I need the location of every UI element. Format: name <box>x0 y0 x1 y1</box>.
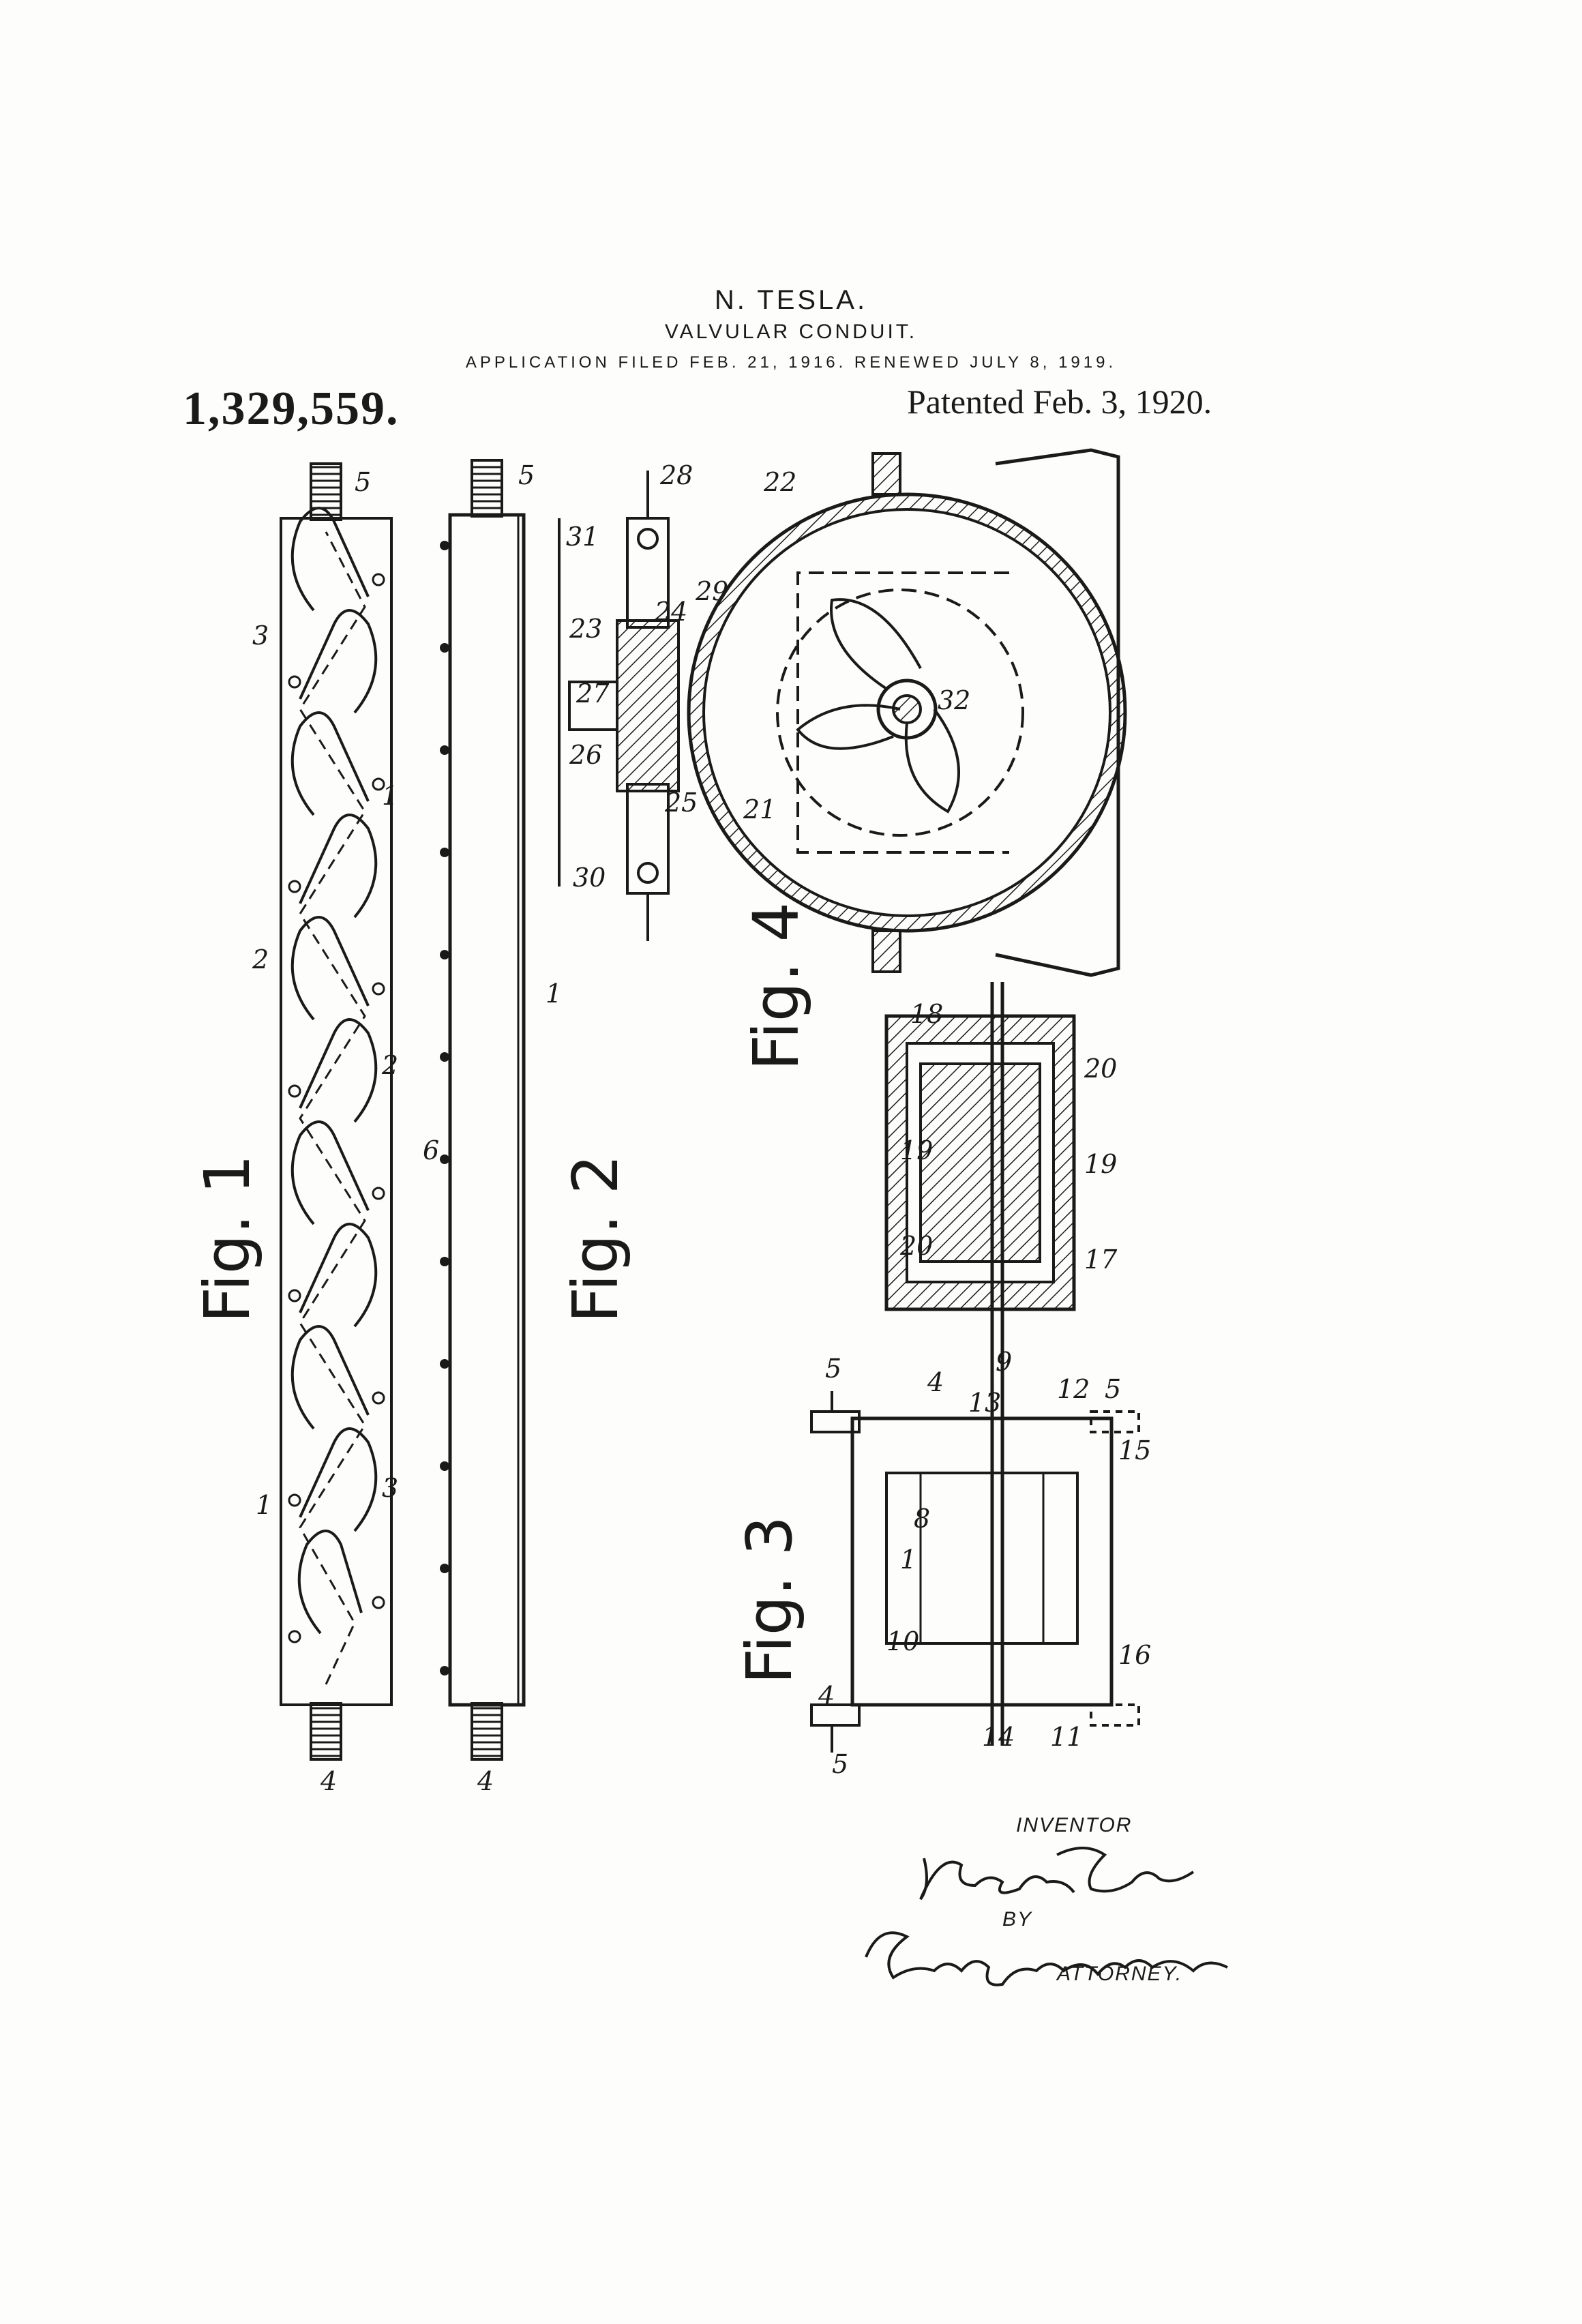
ref-32: 32 <box>938 685 970 715</box>
ref-26: 26 <box>569 740 602 770</box>
by-label: BY <box>1002 1908 1033 1931</box>
ref-14: 14 <box>982 1722 1015 1752</box>
inventor-signature <box>919 1847 1195 1901</box>
attorney-label: ATTORNEY. <box>1057 1963 1183 1985</box>
ref-20: 20 <box>1084 1054 1117 1084</box>
ref-3: 3 <box>252 621 269 651</box>
ref-6: 6 <box>423 1135 439 1165</box>
ref-23: 23 <box>569 614 602 644</box>
fig1-conduit <box>280 462 393 1761</box>
fig2-conduit-side <box>440 459 526 1761</box>
ref-4: 4 <box>320 1766 337 1796</box>
ref-29: 29 <box>695 576 728 606</box>
ref-15: 15 <box>1118 1435 1151 1465</box>
ref-24: 24 <box>654 597 687 627</box>
signature-block: INVENTOR BY ATTORNEY. <box>852 1814 1330 2018</box>
ref-19-left: 19 <box>900 1135 933 1165</box>
ref-9: 9 <box>996 1347 1012 1377</box>
ref-3-lower: 3 <box>382 1473 398 1503</box>
attorney-signature <box>865 1931 1228 1986</box>
ref-18: 18 <box>910 999 943 1029</box>
ref-27: 27 <box>576 679 610 709</box>
inventor-heading: N. TESLA. <box>714 285 868 315</box>
ref-5: 5 <box>355 467 371 497</box>
ref-25: 25 <box>664 788 698 818</box>
ref-5-fig3: 5 <box>825 1354 841 1384</box>
patent-number: 1,329,559. <box>183 383 400 435</box>
ref-12: 12 <box>1057 1374 1090 1404</box>
ref-2: 2 <box>252 944 269 974</box>
ref-20-left: 20 <box>899 1231 933 1261</box>
ref-4-fig3-lower: 4 <box>818 1681 835 1711</box>
patent-title: VALVULAR CONDUIT. <box>664 321 918 343</box>
patented-date: Patented Feb. 3, 1920. <box>907 383 1212 421</box>
ref-22: 22 <box>763 467 796 497</box>
ref-5-fig2: 5 <box>518 460 535 490</box>
ref-30: 30 <box>573 863 606 893</box>
ref-31: 31 <box>566 522 599 552</box>
fig4-label: Fig. 4 <box>740 902 813 1071</box>
ref-19: 19 <box>1084 1149 1117 1179</box>
ref-1-lower: 1 <box>256 1490 272 1520</box>
fig2-label: Fig. 2 <box>559 1154 632 1323</box>
fig1-label: Fig. 1 <box>191 1154 264 1323</box>
ref-5-fig3-lower: 5 <box>832 1749 848 1779</box>
ref-17: 17 <box>1084 1245 1118 1275</box>
ref-10: 10 <box>886 1626 919 1656</box>
ref-1-fig3: 1 <box>900 1545 916 1575</box>
ref-28: 28 <box>659 460 693 490</box>
ref-5-dashed: 5 <box>1105 1374 1121 1404</box>
ref-16: 16 <box>1118 1640 1151 1670</box>
ref-11: 11 <box>1050 1722 1083 1752</box>
fig3-piston-pump <box>810 982 1140 1753</box>
figure-labels: Fig. 1 Fig. 2 Fig. 3 Fig. 4 <box>191 902 813 1684</box>
reference-numerals: 5 3 1 2 2 3 1 4 5 6 1 4 28 31 22 29 24 2… <box>252 460 1151 1796</box>
ref-1: 1 <box>382 781 398 811</box>
application-line: APPLICATION FILED FEB. 21, 1916. RENEWED… <box>465 353 1117 372</box>
ref-1-fig2: 1 <box>546 979 562 1009</box>
fig4-pump <box>558 448 1127 977</box>
ref-21: 21 <box>743 794 776 824</box>
ref-4-fig3: 4 <box>927 1367 944 1397</box>
fig3-label: Fig. 3 <box>733 1516 806 1684</box>
ref-8: 8 <box>914 1504 930 1534</box>
ref-13: 13 <box>968 1388 1001 1418</box>
ref-2-right: 2 <box>381 1050 398 1080</box>
inventor-label: INVENTOR <box>1016 1814 1133 1836</box>
ref-4-fig2: 4 <box>477 1766 494 1796</box>
